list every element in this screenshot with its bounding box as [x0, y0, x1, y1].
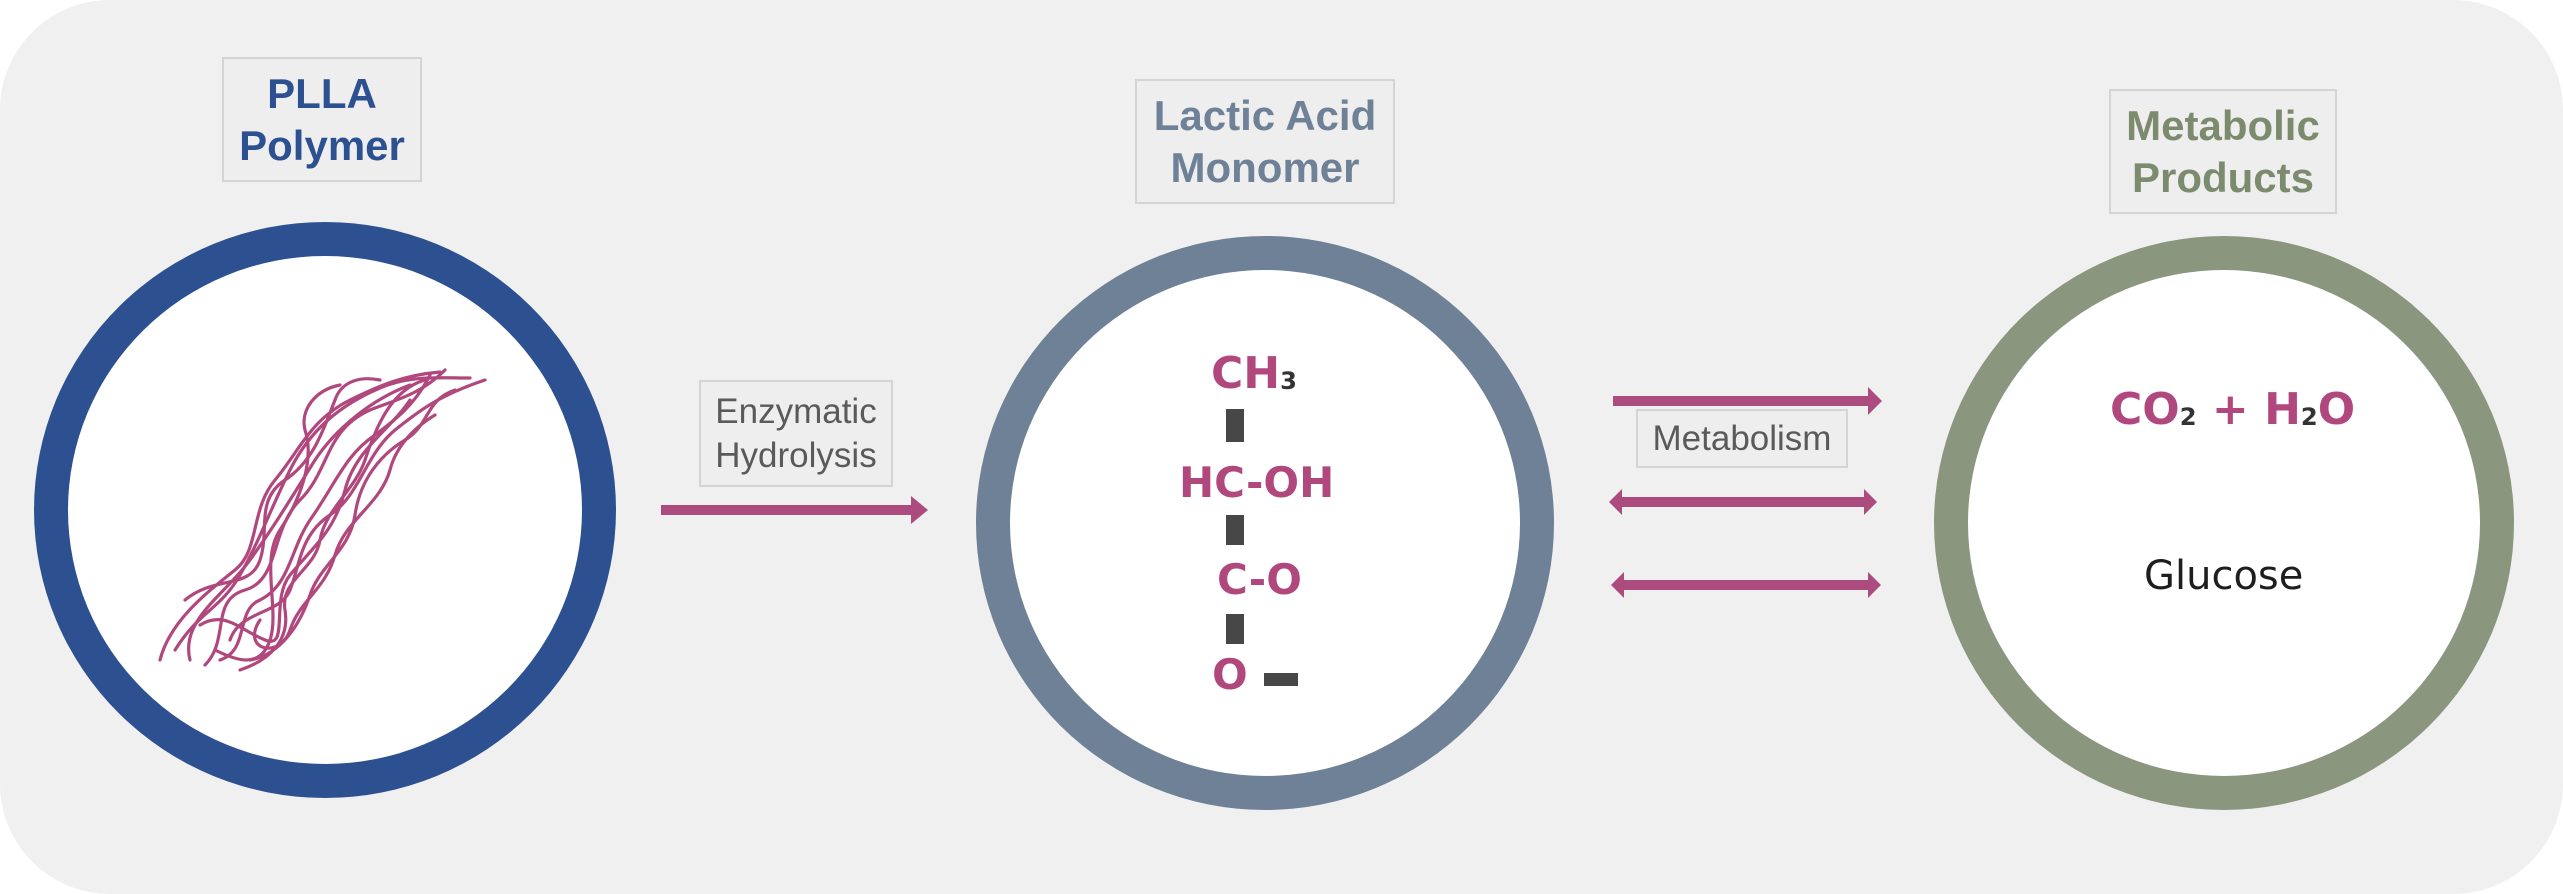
h2o-subscript: 2 — [2300, 403, 2318, 432]
polymer-title-line2: Polymer — [239, 121, 405, 169]
h2o-h-text: H — [2264, 384, 2301, 435]
metabolism-label-text: Metabolism — [1652, 418, 1832, 458]
h2o-o-text: O — [2317, 384, 2356, 435]
metabolism-arrow-right-shaft — [1613, 396, 1870, 406]
ch3-group: CH3 — [1211, 348, 1297, 399]
monomer-ring — [976, 236, 1554, 810]
metabolism-arrow-double-2-shaft — [1624, 580, 1869, 590]
hydrolysis-arrow-head — [911, 496, 928, 524]
metabolism-arrow-double-1-shaft — [1622, 497, 1865, 507]
hydrolysis-label: Enzymatic Hydrolysis — [699, 380, 893, 487]
hcoh-group: HC-OH — [1179, 458, 1334, 507]
co-text: C-O — [1217, 555, 1302, 604]
co2-subscript: 2 — [2179, 403, 2197, 432]
plus-sign: + — [2196, 384, 2265, 435]
polymer-chain — [213, 383, 342, 662]
products-title: Metabolic Products — [2109, 89, 2337, 214]
metabolism-arrow-double-2-right-head — [1868, 572, 1881, 598]
polymer-chains-illustration — [158, 368, 487, 672]
polymer-chain — [198, 398, 412, 643]
hydrolysis-label-line2: Hydrolysis — [715, 435, 877, 475]
polymer-chain — [158, 370, 442, 662]
o-group: O — [1212, 650, 1248, 699]
co-group: C-O — [1217, 555, 1302, 604]
polymer-title-line1: PLLA — [267, 69, 377, 117]
hydrolysis-arrow-shaft — [661, 505, 911, 515]
co2-text: CO — [2110, 384, 2180, 435]
bond-co-o — [1226, 614, 1244, 644]
ch3-text: CH — [1211, 348, 1281, 399]
products-title-line2: Products — [2131, 153, 2315, 201]
glucose-label: Glucose — [2144, 553, 2303, 599]
co2-h2o-formula: CO2 + H2O — [2110, 384, 2355, 435]
hcoh-text: HC-OH — [1179, 458, 1335, 507]
o-text: O — [1212, 650, 1248, 699]
polymer-chain — [252, 413, 437, 650]
polymer-chain — [238, 378, 427, 672]
metabolism-arrow-right-head — [1868, 387, 1882, 415]
glucose-text: Glucose — [2144, 553, 2304, 599]
ch3-subscript: 3 — [1280, 367, 1297, 396]
monomer-title-line1: Lactic Acid — [1153, 91, 1377, 139]
monomer-title-line2: Monomer — [1170, 143, 1360, 191]
bond-ch3-hcoh — [1226, 409, 1244, 442]
metabolism-label: Metabolism — [1636, 409, 1848, 468]
polymer-chain — [173, 376, 472, 652]
polymer-chain — [228, 378, 487, 642]
metabolism-arrow-double-1-left-head — [1609, 489, 1622, 515]
polymer-chain — [203, 368, 447, 667]
products-ring — [1934, 236, 2514, 810]
products-title-line1: Metabolic — [2126, 101, 2320, 149]
bond-hcoh-co — [1226, 515, 1244, 545]
hydrolysis-label-line1: Enzymatic — [715, 391, 877, 431]
polymer-title: PLLA Polymer — [222, 57, 422, 182]
metabolism-arrow-double-1-right-head — [1864, 489, 1877, 515]
metabolism-arrow-double-2-left-head — [1611, 572, 1624, 598]
polymer-chain — [183, 377, 382, 602]
bond-o-dash — [1264, 673, 1298, 686]
monomer-title: Lactic Acid Monomer — [1135, 79, 1395, 204]
